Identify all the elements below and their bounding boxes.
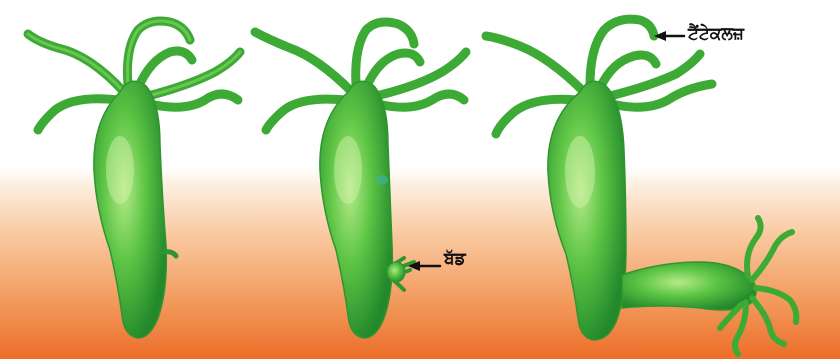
arrow-tentacles xyxy=(654,31,684,41)
hydra-2-tentacle xyxy=(255,32,352,92)
bud-label: ਬੱਡ xyxy=(444,249,466,269)
hydra-3-tentacle xyxy=(486,36,584,92)
tentacles-label: ਟੈਂਟੇਕਲਜ਼ xyxy=(688,24,744,44)
hydra-3-daughter-body xyxy=(622,262,756,310)
